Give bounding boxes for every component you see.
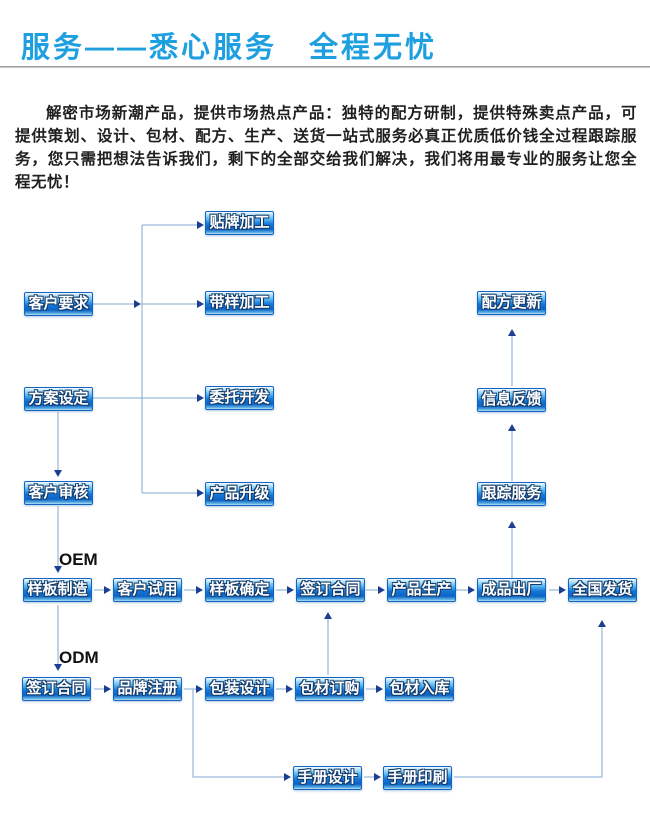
node-sample-processing: 带样加工 [205, 291, 274, 315]
title-divider [0, 66, 650, 68]
node-sign-contract-oem: 签订合同 [296, 578, 365, 602]
node-entrusted-development: 委托开发 [205, 386, 274, 410]
node-product-manufacturing: 产品生产 [387, 578, 456, 602]
node-formula-update: 配方更新 [477, 291, 546, 315]
oem-branch-label: OEM [59, 550, 98, 569]
node-packaging-order: 包材订购 [295, 677, 364, 701]
node-sample-confirmation: 样板确定 [205, 578, 274, 602]
node-tracking-service: 跟踪服务 [477, 482, 546, 506]
node-packaging-storage: 包材入库 [385, 677, 454, 701]
node-product-upgrade: 产品升级 [205, 482, 274, 506]
page-title: 服务——悉心服务 全程无忧 [21, 32, 438, 64]
node-sign-contract-odm: 签订合同 [22, 677, 91, 701]
node-customer-trial: 客户试用 [113, 578, 182, 602]
connector-arrowheads [54, 221, 606, 781]
node-customer-review: 客户审核 [24, 481, 93, 505]
node-manual-printing: 手册印刷 [383, 766, 452, 790]
node-information-feedback: 信息反馈 [477, 388, 546, 412]
connector-lines [57, 224, 603, 778]
node-customer-requirements: 客户要求 [24, 292, 93, 316]
node-label-processing: 贴牌加工 [205, 211, 274, 235]
node-packaging-design: 包装设计 [205, 677, 274, 701]
node-finished-goods-exit: 成品出厂 [477, 578, 546, 602]
node-national-delivery: 全国发货 [568, 578, 637, 602]
node-manual-design: 手册设计 [293, 766, 362, 790]
node-plan-setting: 方案设定 [24, 387, 93, 411]
node-brand-registration: 品牌注册 [113, 677, 182, 701]
intro-paragraph: 解密市场新潮产品，提供市场热点产品：独特的配方研制，提供特殊卖点产品，可提供策划… [15, 104, 637, 191]
odm-branch-label: ODM [59, 648, 99, 667]
node-sample-production: 样板制造 [23, 578, 92, 602]
